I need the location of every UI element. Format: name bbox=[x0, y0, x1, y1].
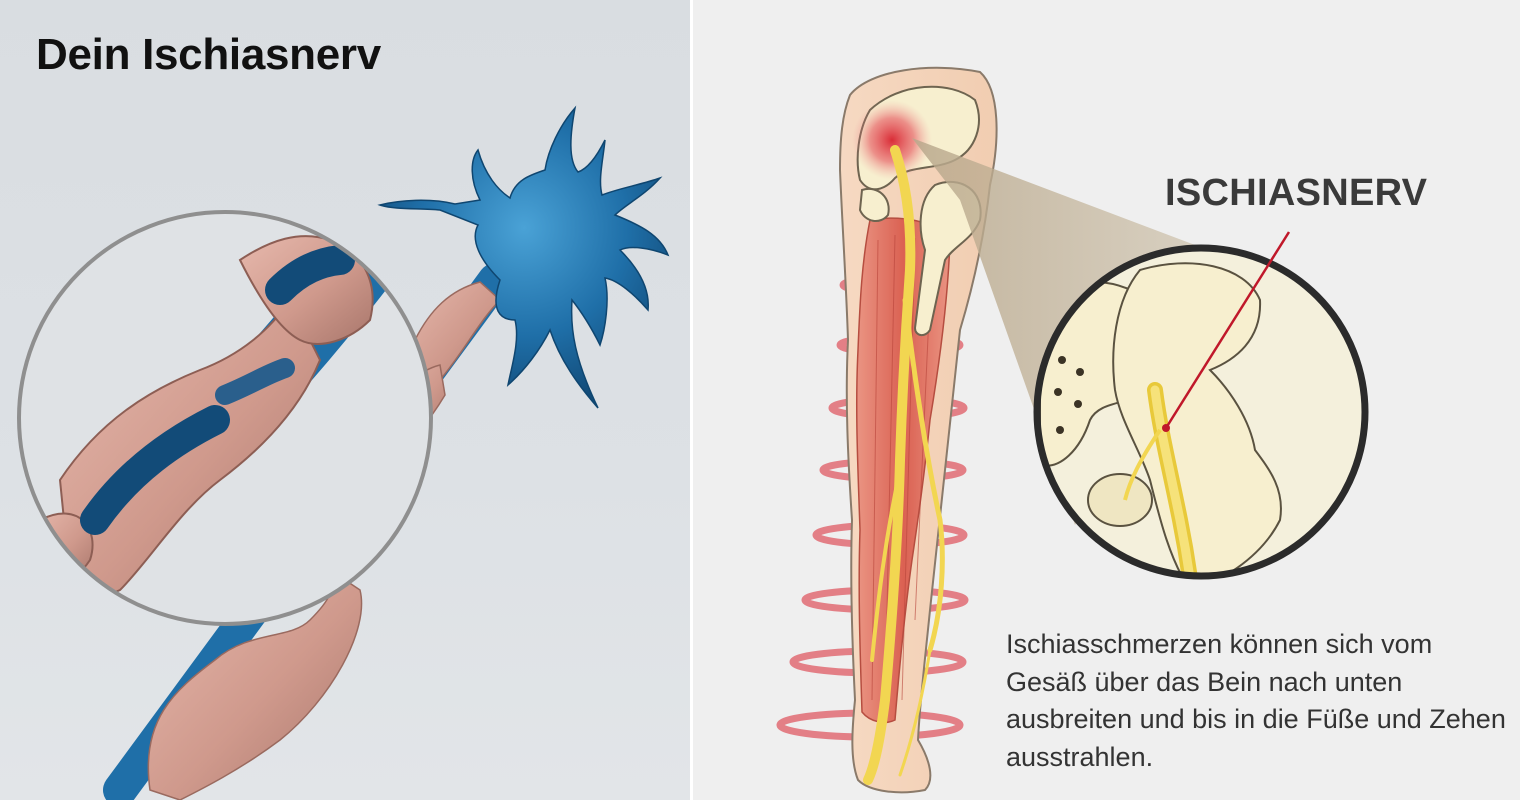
leg-illustration bbox=[776, 66, 1369, 794]
page-title: Dein Ischiasnerv bbox=[36, 30, 381, 79]
caption-text: Ischiasschmerzen können sich vom Gesäß ü… bbox=[1006, 629, 1506, 772]
pain-hotspot bbox=[852, 100, 932, 180]
label-pointer-dot bbox=[1162, 424, 1170, 432]
panel-divider bbox=[690, 0, 693, 800]
axon-magnifier bbox=[17, 210, 433, 626]
sciatic-nerve-path bbox=[863, 145, 945, 785]
axon-illustration bbox=[17, 105, 670, 800]
neuron-cell-body bbox=[377, 105, 670, 409]
nerve-label: ISCHIASNERV bbox=[1165, 172, 1428, 214]
hip-magnifier bbox=[1033, 231, 1369, 580]
label-pointer-line bbox=[1164, 231, 1291, 429]
